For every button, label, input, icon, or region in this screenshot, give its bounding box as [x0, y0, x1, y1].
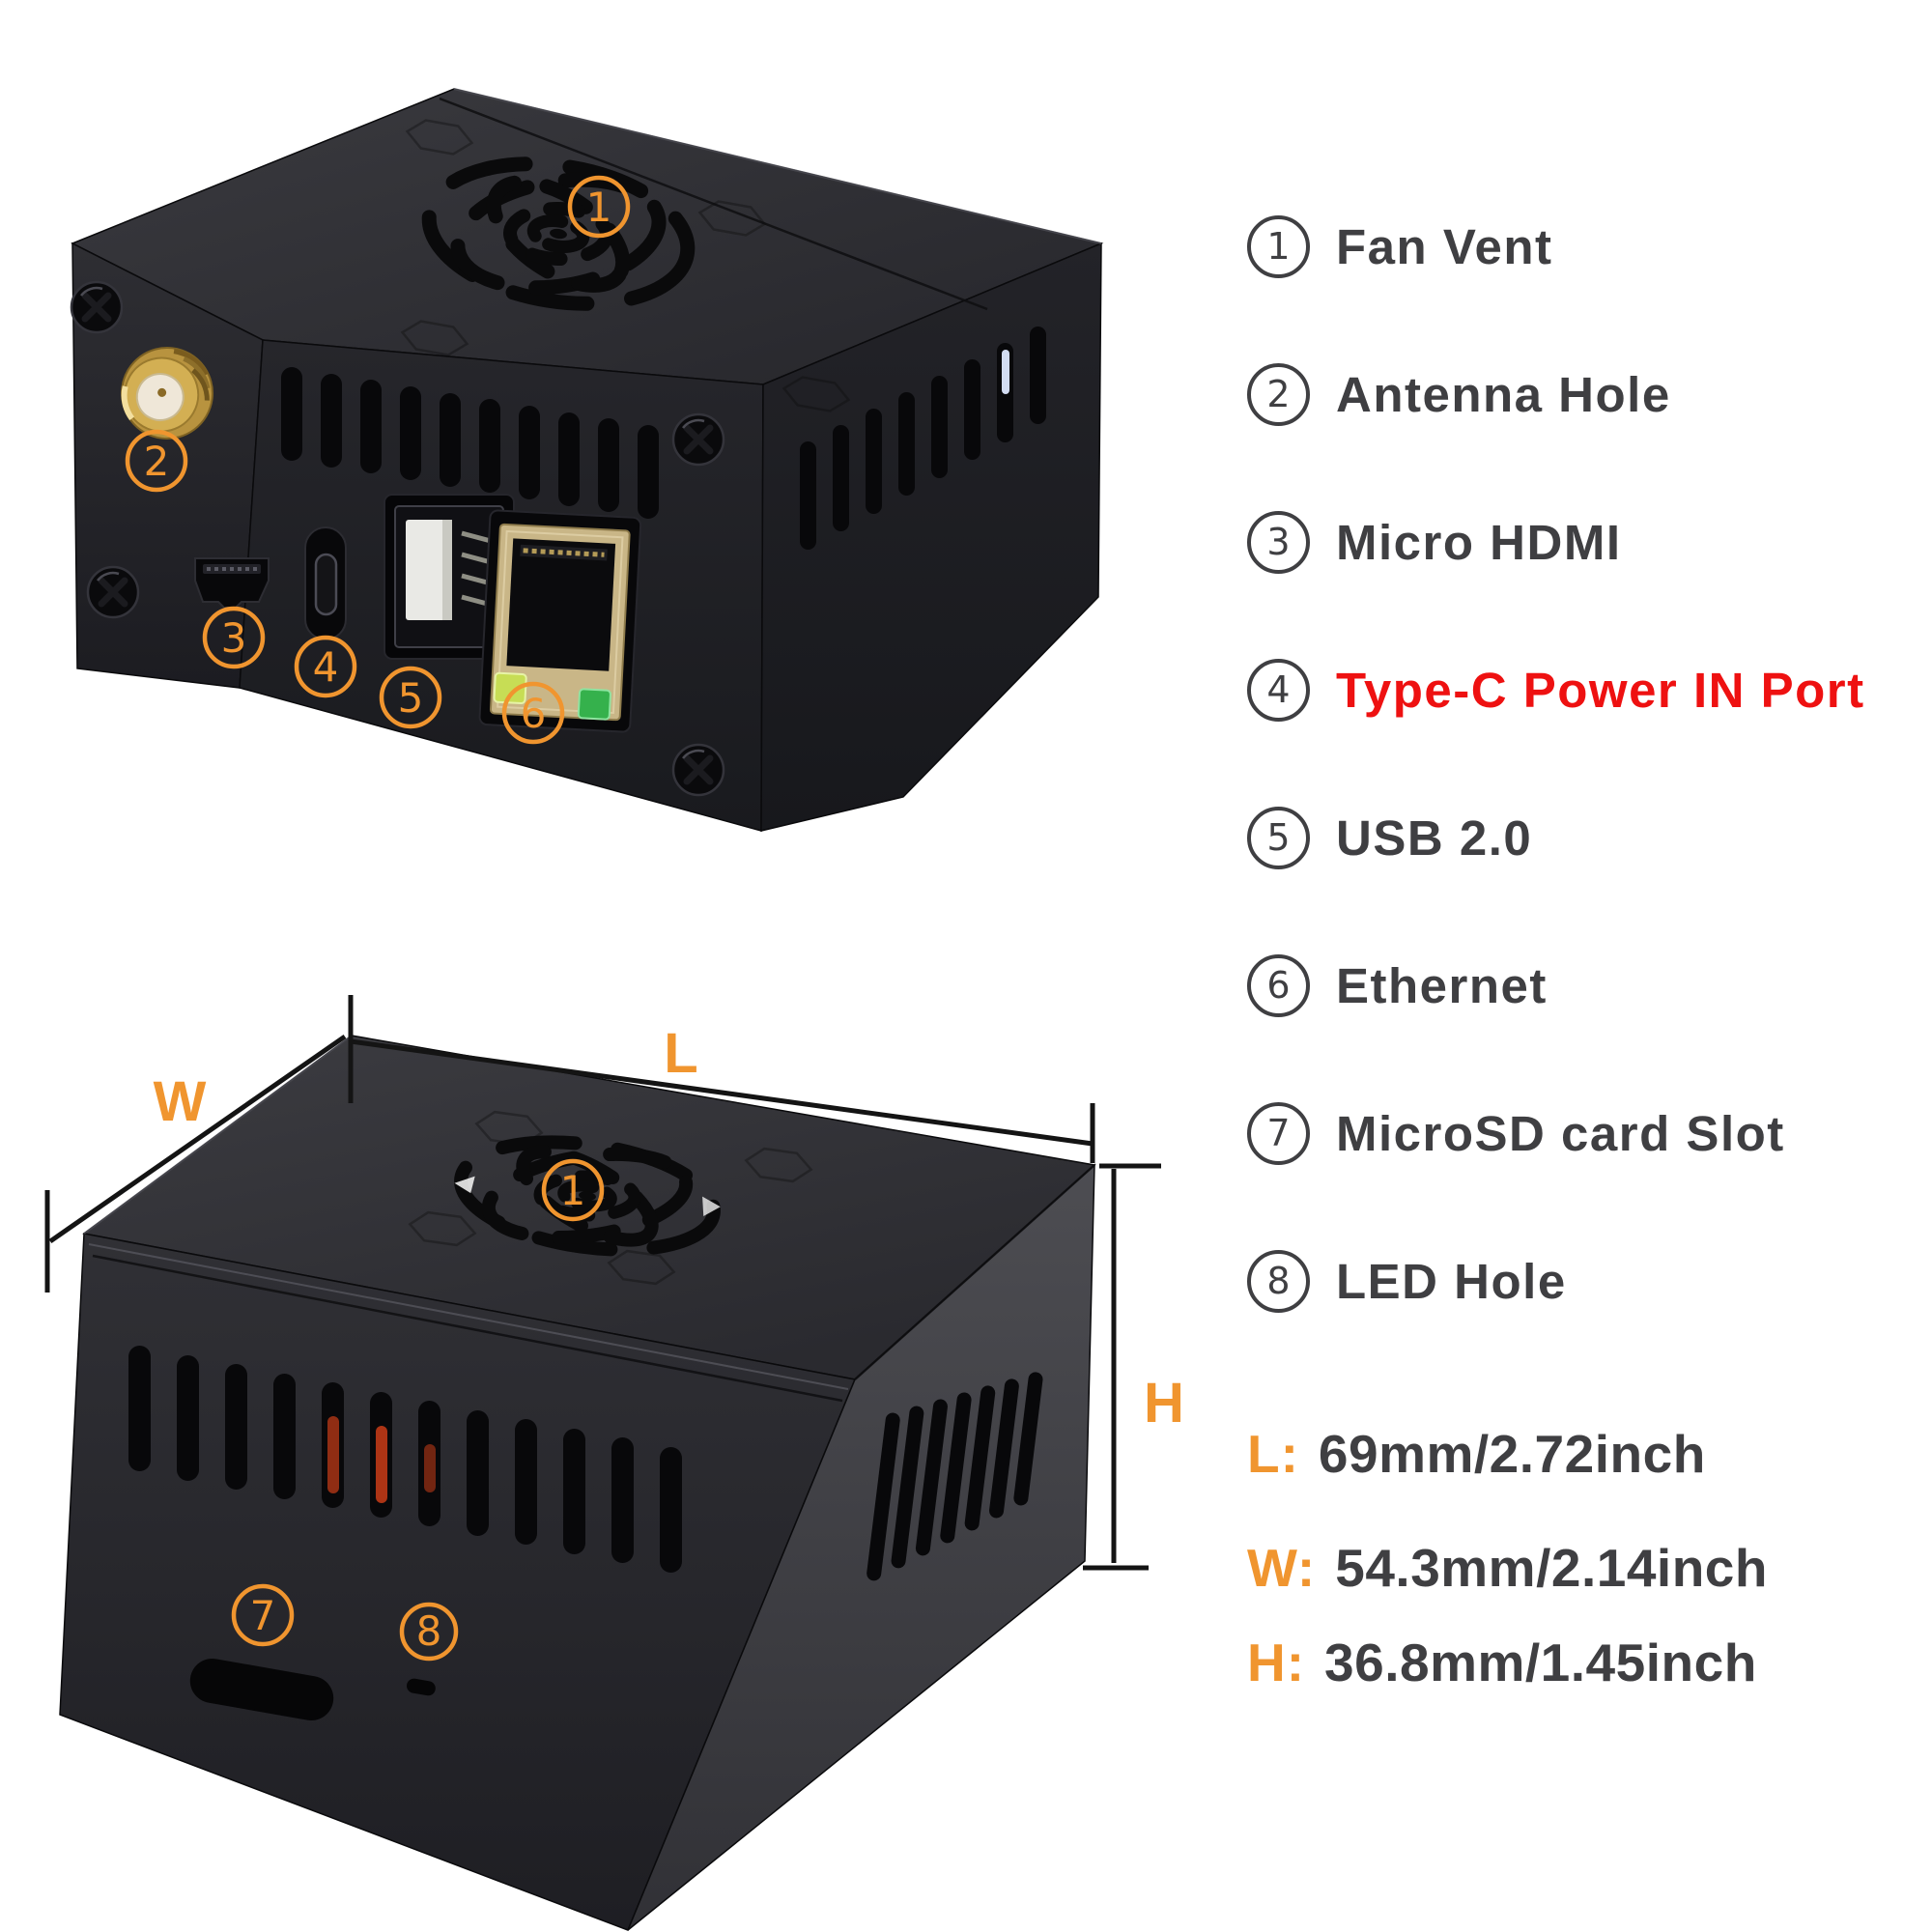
front-vent-slots — [128, 1346, 682, 1573]
circled-number: 1 — [1247, 214, 1310, 278]
right-vent-face — [760, 242, 1102, 832]
callout-marker-microsd: 7 — [231, 1583, 295, 1647]
feature-label: LED Hole — [1336, 1253, 1567, 1309]
height-letter: H — [1144, 1372, 1184, 1435]
micro-hdmi-port — [194, 557, 270, 609]
callout-marker-led-hole: 8 — [399, 1602, 459, 1662]
edge-highlight — [83, 1035, 353, 1235]
dimension-value: 54.3mm/2.14inch — [1335, 1538, 1768, 1598]
svg-text:6: 6 — [521, 690, 547, 737]
width-letter: W — [154, 1070, 207, 1133]
dimension-value: 36.8mm/1.45inch — [1324, 1633, 1757, 1692]
feature-item-ethernet: 6 Ethernet — [1247, 953, 1548, 1017]
circled-number: 4 — [1247, 658, 1310, 722]
ethernet-port — [478, 509, 642, 733]
feature-item-micro-hdmi: 3 Micro HDMI — [1247, 510, 1622, 574]
feature-item-type-c-power: 4 Type-C Power IN Port — [1247, 658, 1865, 722]
side-vent-slots — [800, 327, 1046, 550]
screw — [673, 745, 724, 795]
dimension-key: H: — [1247, 1633, 1306, 1692]
callout-marker-usb: 5 — [379, 666, 442, 729]
circled-number: 6 — [1247, 953, 1310, 1017]
dimension-value: 69mm/2.72inch — [1318, 1424, 1706, 1484]
side-vent-slots — [867, 1372, 1043, 1581]
svg-text:8: 8 — [416, 1607, 442, 1655]
callout-marker-type-c: 4 — [294, 635, 357, 698]
dimension-key: L: — [1247, 1424, 1299, 1484]
usb-port — [384, 494, 515, 660]
circled-number: 8 — [1247, 1249, 1310, 1313]
dimension-width: W: 54.3mm/2.14inch — [1247, 1537, 1768, 1601]
feature-label: Antenna Hole — [1336, 366, 1671, 422]
callout-marker-fan-vent-2: 1 — [541, 1158, 605, 1222]
length-line — [350, 1038, 1094, 1147]
screw — [673, 414, 724, 465]
fan-reflection — [702, 1196, 721, 1216]
feature-label: MicroSD card Slot — [1336, 1105, 1785, 1161]
feature-label: Micro HDMI — [1336, 514, 1622, 570]
red-glow — [376, 1426, 387, 1503]
circled-number: 2 — [1247, 362, 1310, 426]
dimension-height: H: 36.8mm/1.45inch — [1247, 1632, 1757, 1695]
callout-marker-ethernet: 6 — [501, 681, 565, 745]
length-letter: L — [664, 1022, 697, 1085]
width-line — [48, 1034, 347, 1244]
svg-text:7: 7 — [250, 1592, 276, 1639]
front-vent-slots — [281, 367, 659, 519]
svg-text:1: 1 — [560, 1167, 586, 1214]
circled-number: 7 — [1247, 1101, 1310, 1165]
feature-item-led-hole: 8 LED Hole — [1247, 1249, 1567, 1313]
device-dimension-view: 1 7 8 — [59, 1035, 1096, 1931]
feature-item-usb: 5 USB 2.0 — [1247, 806, 1533, 869]
svg-text:5: 5 — [398, 674, 424, 722]
led-light-through-vent — [1002, 350, 1009, 394]
dimension-key: W: — [1247, 1538, 1317, 1598]
fan-reflection — [454, 1176, 475, 1194]
edge-highlight — [453, 88, 1102, 244]
feature-item-microsd: 7 MicroSD card Slot — [1247, 1101, 1785, 1165]
svg-text:4: 4 — [313, 643, 339, 691]
red-glow — [424, 1444, 436, 1492]
lid-seam — [92, 1254, 843, 1403]
antenna-sma-connector — [121, 347, 213, 440]
lid-edge-highlight — [88, 1243, 849, 1390]
type-c-power-port — [304, 526, 347, 640]
svg-text:3: 3 — [221, 614, 247, 662]
feature-item-fan-vent: 1 Fan Vent — [1247, 214, 1553, 278]
screw — [88, 567, 138, 617]
feature-label-highlighted: Type-C Power IN Port — [1336, 662, 1865, 718]
fan-vent-grill — [454, 1135, 721, 1257]
fan-vent-grill — [421, 156, 696, 311]
feature-label: Ethernet — [1336, 957, 1548, 1013]
ethernet-led-right — [577, 688, 611, 721]
red-glow — [327, 1416, 339, 1493]
dimension-length: L: 69mm/2.72inch — [1247, 1423, 1706, 1487]
dimension-lines: L W H — [44, 995, 1184, 1571]
corner-seam — [854, 1164, 1095, 1380]
feature-label: Fan Vent — [1336, 218, 1553, 274]
feature-label: USB 2.0 — [1336, 810, 1533, 866]
feature-item-antenna-hole: 2 Antenna Hole — [1247, 362, 1671, 426]
device-rear-view: 1 2 3 4 5 6 — [71, 88, 1104, 832]
led-hole — [407, 1678, 436, 1696]
svg-text:1: 1 — [586, 184, 612, 231]
microsd-card-slot — [189, 1658, 334, 1721]
screw — [71, 282, 122, 332]
callout-marker-micro-hdmi: 3 — [202, 606, 266, 669]
ethernet-led-left — [493, 671, 527, 704]
callout-marker-fan-vent: 1 — [567, 175, 631, 239]
circled-number: 3 — [1247, 510, 1310, 574]
svg-text:2: 2 — [144, 438, 170, 485]
circled-number: 5 — [1247, 806, 1310, 869]
callout-marker-antenna-hole: 2 — [125, 429, 188, 493]
